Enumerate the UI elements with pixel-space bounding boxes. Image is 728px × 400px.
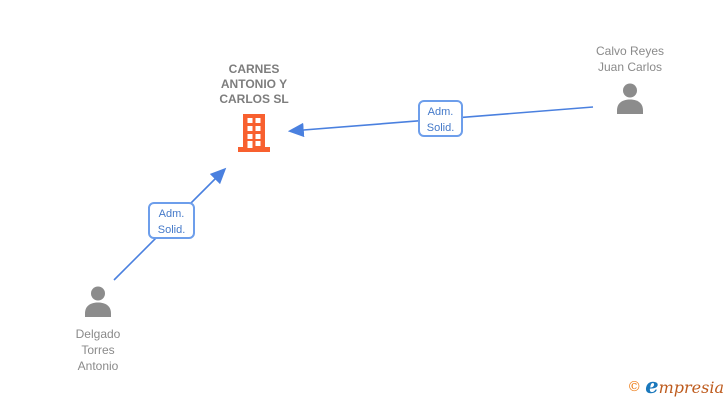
relation-label-line: Adm. [158, 208, 185, 220]
brand-text: mpresia [658, 378, 724, 397]
person-icon[interactable] [615, 83, 645, 114]
relation-label-adm-solid-delgado[interactable]: Adm. Solid. [148, 202, 195, 239]
copyright-icon: © [627, 379, 642, 395]
brand-letter-e: e [645, 373, 659, 398]
building-icon[interactable] [236, 114, 272, 154]
person-name-line: Calvo Reyes [595, 44, 665, 58]
person-name-line: Juan Carlos [597, 60, 663, 74]
empresia-logo[interactable]: ©empresia [627, 373, 724, 398]
company-name-line: CARLOS SL [219, 92, 289, 106]
company-name: CARNES ANTONIO Y CARLOS SL [174, 62, 334, 107]
person-node-delgado[interactable]: Delgado Torres Antonio [38, 286, 158, 374]
person-name-line: Antonio [77, 359, 119, 373]
relation-label-line: Solid. [157, 224, 186, 236]
relation-label-adm-solid-calvo[interactable]: Adm. Solid. [418, 100, 463, 137]
person-name-line: Delgado [75, 327, 121, 341]
person-icon[interactable] [83, 286, 113, 317]
relation-label-line: Adm. [427, 106, 454, 118]
person-name: Delgado Torres Antonio [38, 326, 158, 374]
company-name-line: CARNES [228, 62, 280, 76]
person-name-line: Torres [81, 343, 115, 357]
company-node[interactable]: CARNES ANTONIO Y CARLOS SL [174, 62, 334, 159]
company-name-line: ANTONIO Y [220, 77, 288, 91]
relation-label-line: Solid. [426, 122, 455, 134]
person-node-calvo[interactable]: Calvo Reyes Juan Carlos [570, 43, 690, 119]
person-name: Calvo Reyes Juan Carlos [570, 43, 690, 75]
